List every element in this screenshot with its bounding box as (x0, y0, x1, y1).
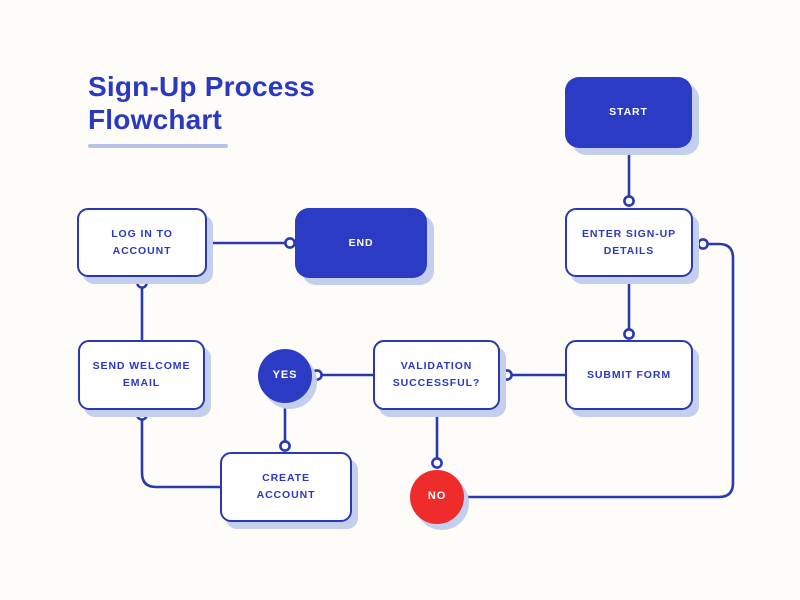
connector-create-send (140, 420, 220, 489)
node-enter-signup-details: ENTER SIGN-UP DETAILS (565, 208, 693, 277)
node-yes-label: YES (272, 369, 298, 382)
page-title-line1: Sign-Up Process (88, 71, 316, 102)
node-end: END (295, 208, 427, 278)
node-create-account-label: CREATE ACCOUNT (256, 472, 316, 501)
connector-dot-send-bottom (136, 409, 148, 421)
node-start: START (565, 77, 692, 148)
node-yes: YES (258, 349, 312, 403)
connector-dot-validation-right (501, 369, 513, 381)
node-end-label: END (348, 236, 374, 249)
node-send-welcome-email-label: SEND WELCOME EMAIL (92, 360, 191, 389)
node-start-label: START (609, 106, 648, 119)
connector-dot-end-left (284, 237, 296, 249)
connector-dot-enter-top (623, 195, 635, 207)
node-enter-signup-details-label: ENTER SIGN-UP DETAILS (582, 227, 676, 257)
connector-dot-submit-top (623, 328, 635, 340)
connector-dot-yes-right (311, 369, 323, 381)
node-create-account: CREATE ACCOUNT (220, 452, 352, 522)
title-underline (88, 144, 228, 148)
connector-dot-login-bottom (136, 277, 148, 289)
node-send-welcome-email: SEND WELCOME EMAIL (78, 340, 205, 410)
page-title-line2: Flowchart (88, 104, 223, 135)
connector-dot-create-top (279, 440, 291, 452)
connector-dot-no-top (431, 457, 443, 469)
node-log-in-to-account: LOG IN TO ACCOUNT (77, 208, 207, 277)
node-validation-successful: VALIDATION SUCCESSFUL? (373, 340, 500, 410)
node-log-in-to-account-label: LOG IN TO ACCOUNT (111, 227, 173, 257)
node-no-label: NO (427, 490, 447, 503)
connector-dot-enter-right (697, 238, 709, 250)
node-submit-form-label: SUBMIT FORM (587, 368, 671, 381)
node-validation-successful-label: VALIDATION SUCCESSFUL? (392, 360, 481, 389)
connector-no-enter-loop (464, 242, 735, 499)
node-no: NO (410, 470, 464, 524)
node-submit-form: SUBMIT FORM (565, 340, 693, 410)
page-title: Sign-Up Process Flowchart (88, 70, 315, 136)
